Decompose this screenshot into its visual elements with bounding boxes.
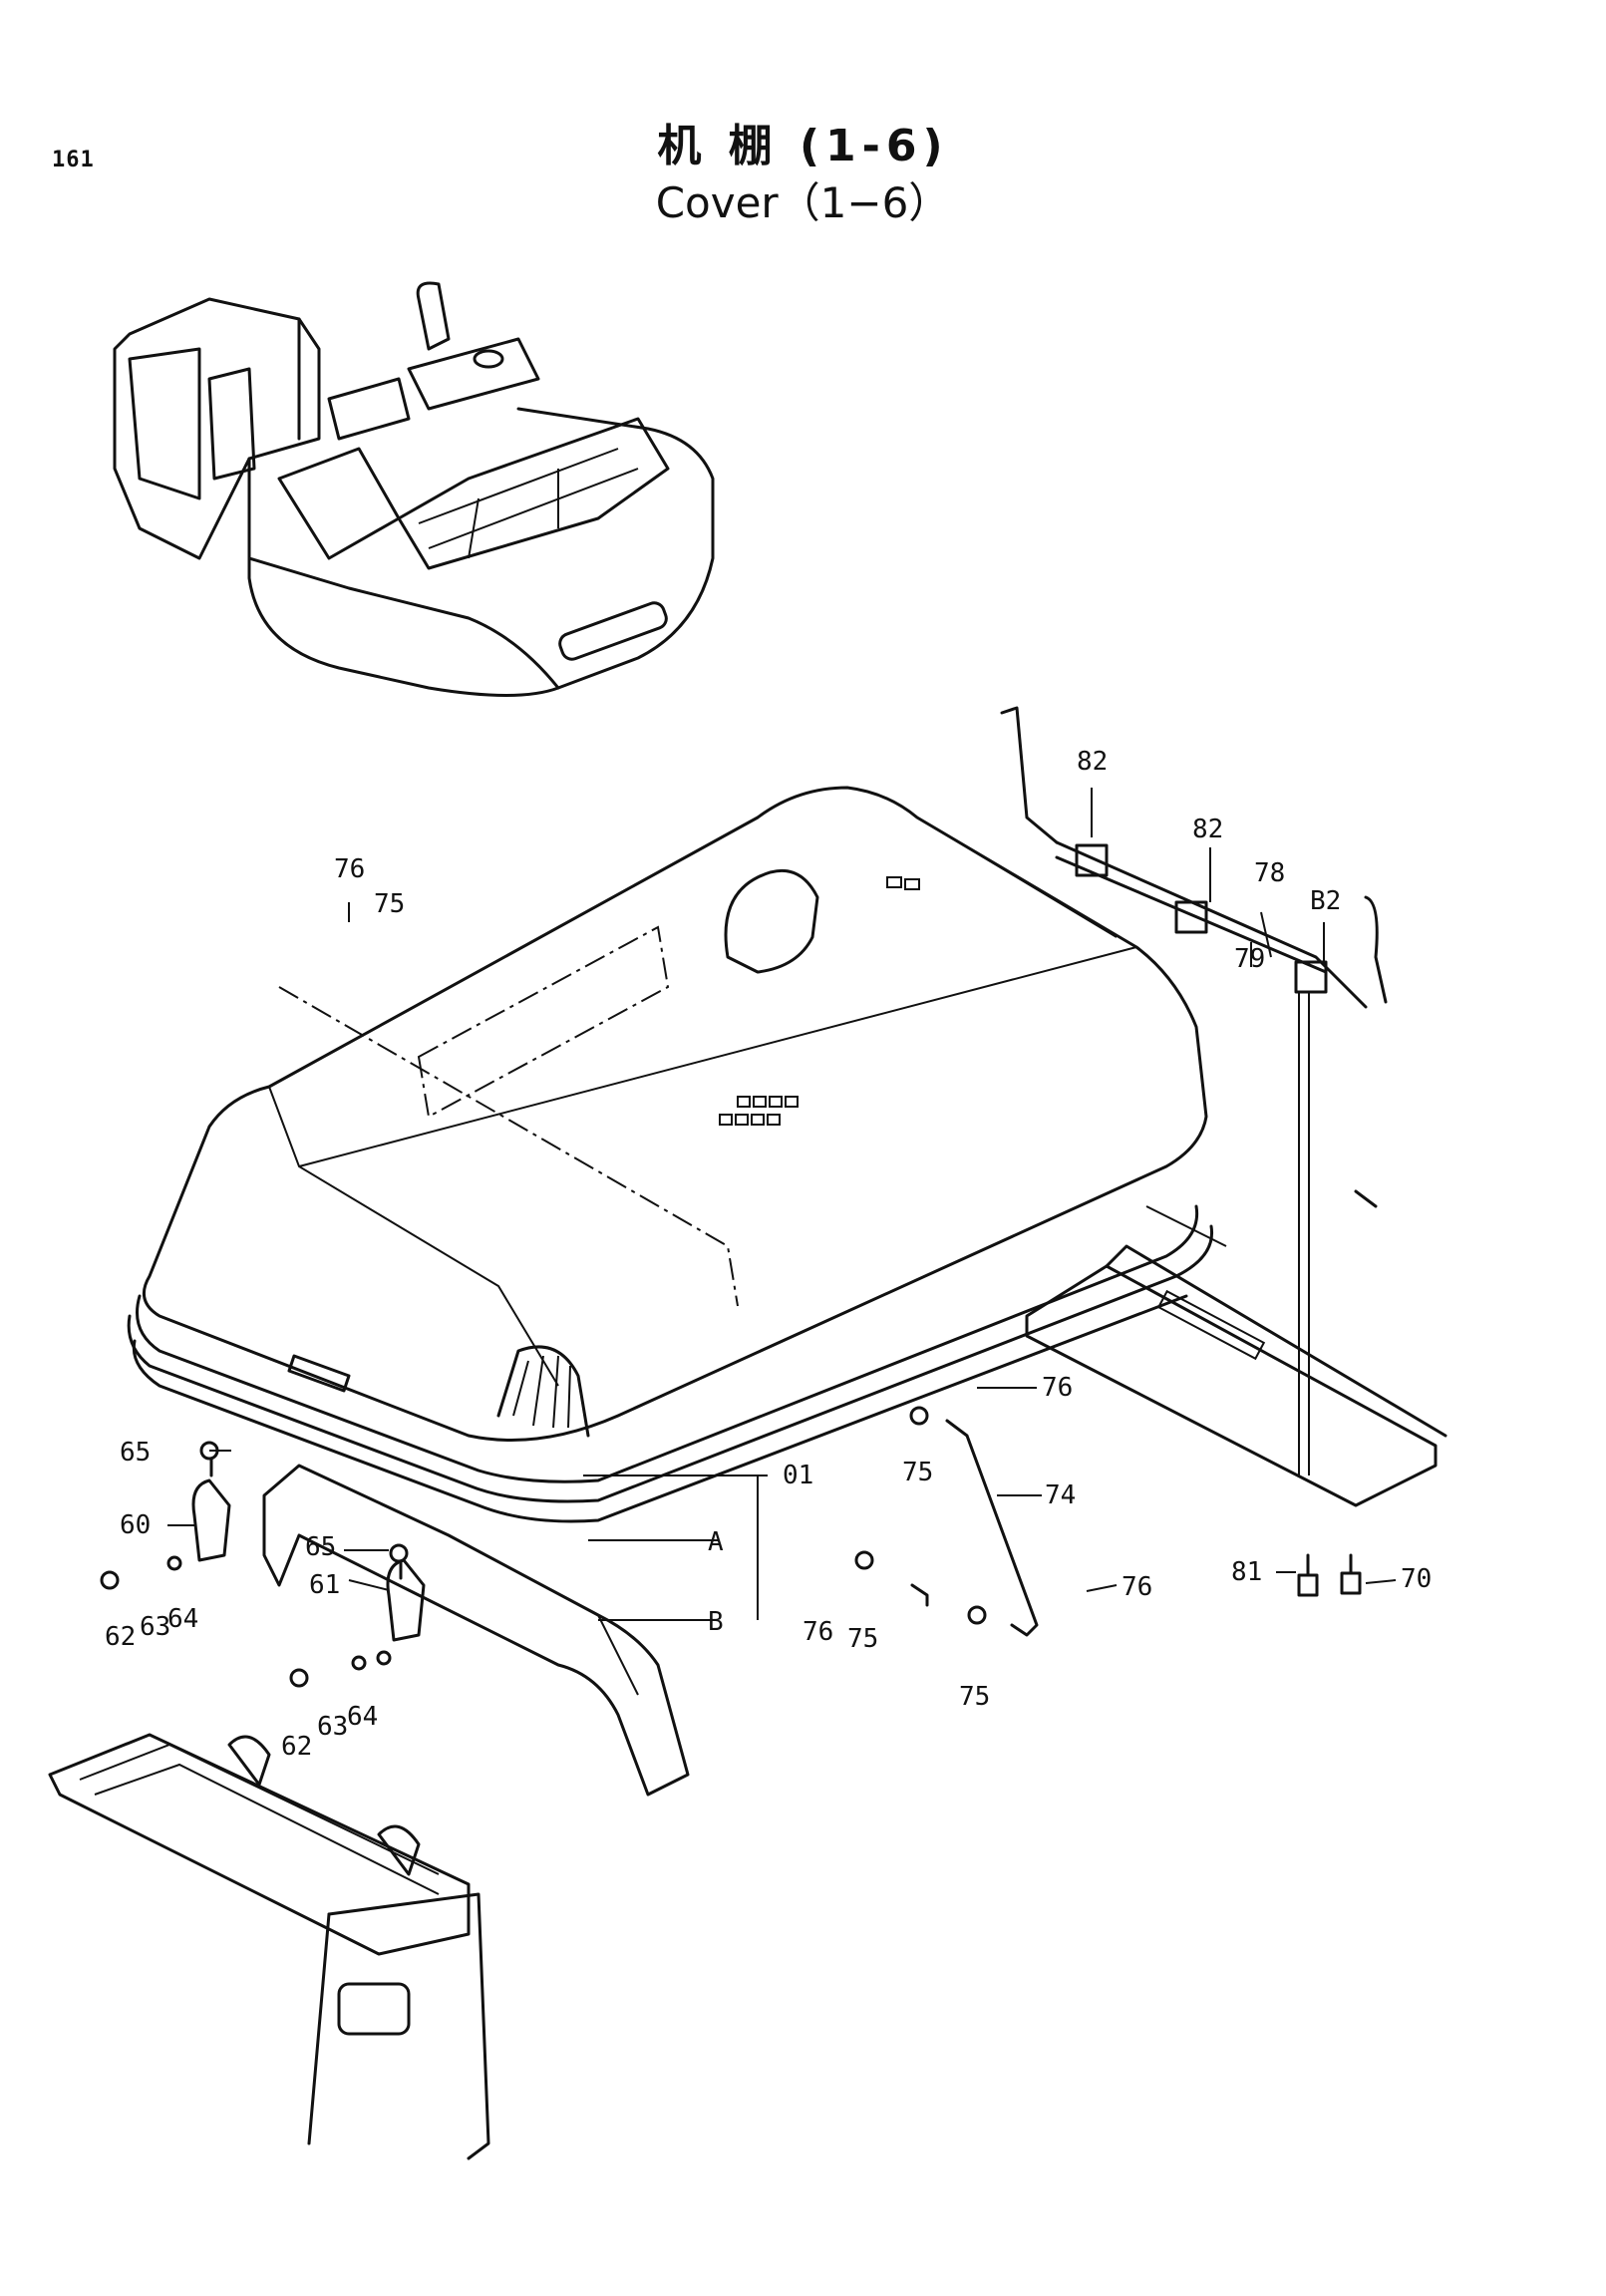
right-support-plate — [1025, 1205, 1447, 1507]
callout-76: 76 — [803, 1617, 833, 1647]
support-rod-assembly — [1000, 706, 1388, 1476]
page-number: 161 — [52, 148, 95, 172]
callout-78: 78 — [1254, 858, 1285, 888]
callout-76: 76 — [1042, 1373, 1073, 1403]
callout-76: 76 — [334, 854, 365, 884]
callout-76: 76 — [1122, 1572, 1152, 1602]
callout-75: 75 — [374, 889, 405, 919]
callout-75: 75 — [847, 1624, 878, 1654]
title-english: Cover（1−6） — [655, 178, 951, 227]
callout-75: 75 — [902, 1458, 933, 1487]
leader-lines — [167, 788, 1397, 1621]
callout-82: B2 — [1310, 886, 1341, 916]
callout-01: 01 — [783, 1461, 813, 1490]
stay-rod — [945, 1419, 1039, 1637]
callout-60: 60 — [120, 1510, 151, 1540]
callout-a: A — [708, 1527, 724, 1557]
callout-b: B — [708, 1607, 724, 1637]
callout-64: 64 — [167, 1604, 198, 1634]
side-panel-b — [262, 1464, 690, 1797]
callout-62: 62 — [281, 1732, 312, 1762]
front-frame-structure — [48, 1733, 490, 2160]
callout-75: 75 — [959, 1682, 990, 1712]
callout-74: 74 — [1045, 1480, 1076, 1510]
main-cover-01 — [127, 786, 1214, 1523]
excavator-overview-illustration — [113, 281, 715, 697]
callout-70: 70 — [1401, 1564, 1432, 1594]
callout-82: 82 — [1192, 815, 1223, 844]
callout-61: 61 — [309, 1570, 340, 1600]
hardware-small-parts — [100, 1189, 1378, 1688]
title-chinese: 机 棚 (1-6) — [657, 121, 949, 171]
callout-65: 65 — [120, 1438, 151, 1468]
callout-81: 81 — [1231, 1557, 1262, 1587]
callout-65: 65 — [305, 1532, 336, 1562]
callout-63: 63 — [317, 1712, 348, 1742]
callout-labels: 76 75 82 82 78 B2 79 01 A B 65 60 62 63 … — [105, 747, 1432, 1762]
callout-82: 82 — [1077, 747, 1108, 777]
callout-64: 64 — [347, 1702, 378, 1732]
callout-62: 62 — [105, 1622, 136, 1652]
callout-63: 63 — [140, 1612, 170, 1642]
callout-79: 79 — [1234, 944, 1265, 974]
